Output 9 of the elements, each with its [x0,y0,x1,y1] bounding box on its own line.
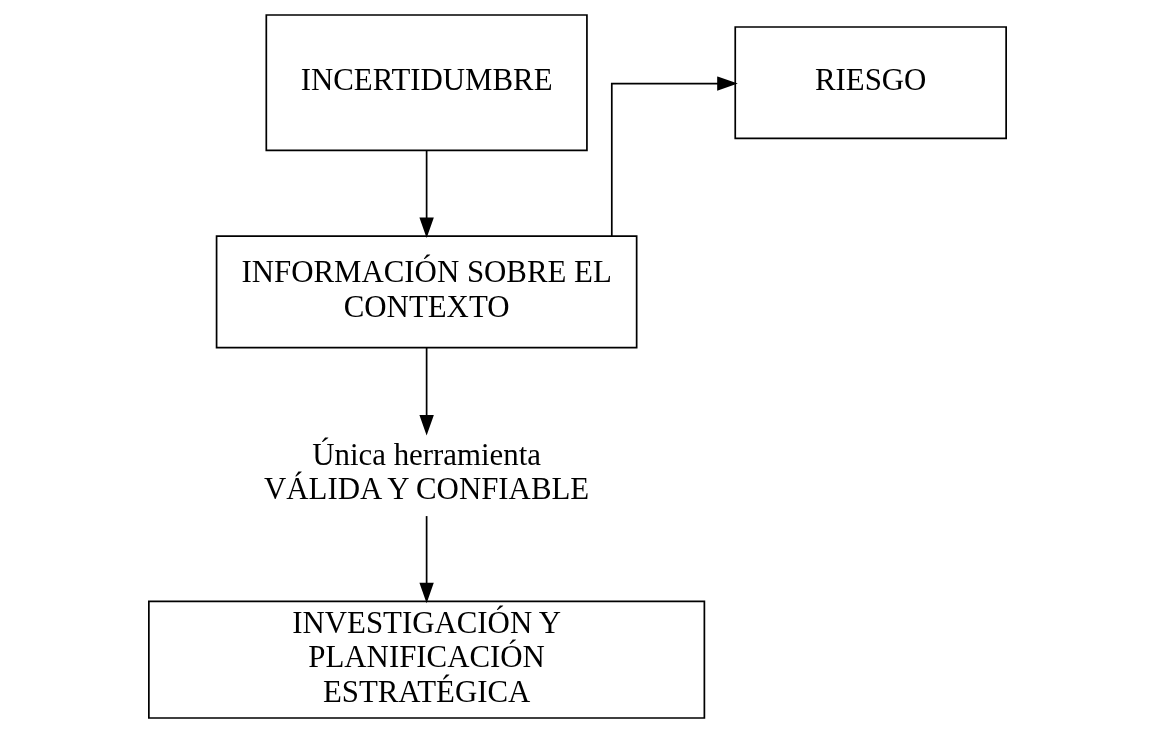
arrow [610,76,738,237]
node-box: INCERTIDUMBRE [264,14,588,152]
arrow [418,149,434,239]
node-text: Única herramienta VÁLIDA Y CONFIABLE [263,437,589,507]
arrow [418,515,434,604]
node-box: RIESGO [733,26,1007,140]
node-box: INFORMACIÓN SOBRE EL CONTEXTO [215,235,637,349]
arrow [418,346,434,436]
node-box: INVESTIGACIÓN Y PLANIFICACIÓN ESTRATÉGICA [147,600,705,719]
